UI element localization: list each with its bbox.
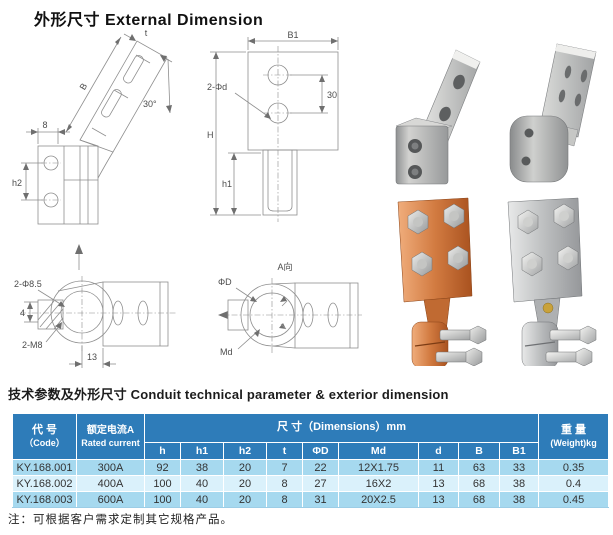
cell-h2: 20 xyxy=(223,459,267,476)
holes-85-label: 2-Φ8.5 xyxy=(14,279,42,289)
table-row-ky168001: KY.168.001 300A 92 38 20 7 22 12X1.75 11… xyxy=(12,459,610,476)
thread-m8-label: 2-M8 xyxy=(22,340,43,350)
dim-13-label: 13 xyxy=(87,352,97,362)
cell-h2: 20 xyxy=(223,475,267,492)
dim-b1-label: B1 xyxy=(287,30,298,40)
section-title: 技术参数及外形尺寸 Conduit technical parameter & … xyxy=(8,387,449,402)
col-header-weight-zh: 重 量 xyxy=(561,424,587,436)
cell-h1: 38 xyxy=(180,459,224,476)
cell-weight: 0.35 xyxy=(538,459,610,476)
drawing-bracket-front-view: B1 2-Φd 30 H h1 xyxy=(207,30,339,222)
cell-phid: 31 xyxy=(302,491,339,508)
page-title: 外形尺寸 External Dimension xyxy=(34,12,264,29)
drawing-bracket-side-view: B t 30° 8 h2 xyxy=(12,28,173,225)
cell-d: 13 xyxy=(418,491,459,508)
dim-b-label: B xyxy=(78,81,90,91)
col-header-b: B xyxy=(458,442,500,460)
col-header-h: h xyxy=(144,442,181,460)
cell-current: 300A xyxy=(76,459,145,476)
col-header-md: Md xyxy=(338,442,419,460)
photo-bracket-round-silver xyxy=(509,43,597,183)
holes-2d-label: 2-Φd xyxy=(207,82,227,92)
cell-b: 68 xyxy=(458,491,500,508)
col-header-phid: ΦD xyxy=(302,442,339,460)
drawing-clamp-view-a: A向 ΦD Md xyxy=(218,261,362,357)
col-header-b1: B1 xyxy=(498,442,540,460)
cell-md: 12X1.75 xyxy=(338,459,419,476)
col-header-current-en: Rated current xyxy=(81,437,140,448)
cell-t: 8 xyxy=(266,475,303,492)
dim-8-label: 8 xyxy=(42,120,47,130)
table-row-ky168003: KY.168.003 600A 100 40 20 8 31 20X2.5 13… xyxy=(12,491,610,508)
cell-current: 400A xyxy=(76,475,145,492)
cell-code: KY.168.003 xyxy=(12,491,77,508)
col-header-dimensions: 尺 寸（Dimensions）mm xyxy=(143,413,540,443)
dim-h2-label: h2 xyxy=(12,178,22,188)
cell-h: 100 xyxy=(144,491,181,508)
bolt-group xyxy=(517,203,579,277)
col-header-t: t xyxy=(266,442,303,460)
cell-weight: 0.4 xyxy=(538,475,610,492)
cell-weight: 0.45 xyxy=(538,491,610,508)
dimension-spec-table: 代 号 （Code） 额定电流A Rated current 尺 寸（Dimen… xyxy=(12,413,610,508)
col-header-code: 代 号 （Code） xyxy=(12,413,77,460)
cell-code: KY.168.001 xyxy=(12,459,77,476)
dim-phid-label: ΦD xyxy=(218,277,232,287)
col-header-rated-current: 额定电流A Rated current xyxy=(76,413,145,460)
drawing-clamp-side-view: 2-Φ8.5 4 2-M8 13 xyxy=(14,244,176,368)
col-header-h1: h1 xyxy=(180,442,224,460)
angle-label: 30° xyxy=(143,99,157,109)
dim-subheader-row: h h1 h2 t ΦD Md d B B1 xyxy=(13,442,609,460)
dim-t-label: t xyxy=(145,28,148,38)
cell-phid: 27 xyxy=(302,475,339,492)
view-a-label: A向 xyxy=(277,261,292,272)
col-header-weight: 重 量 (Weight)kg xyxy=(538,413,610,460)
cell-h: 92 xyxy=(144,459,181,476)
cell-b: 63 xyxy=(458,459,500,476)
dim-md-label: Md xyxy=(220,347,233,357)
cell-b1: 38 xyxy=(498,491,540,508)
cell-h1: 40 xyxy=(180,475,224,492)
cell-b1: 38 xyxy=(498,475,540,492)
col-header-code-zh: 代 号 xyxy=(31,424,58,436)
cell-current: 600A xyxy=(76,491,145,508)
photo-bracket-angled-silver xyxy=(395,49,481,185)
footnote: 注：可根据客户需求定制其它规格产品。 xyxy=(8,512,233,526)
cell-h: 100 xyxy=(144,475,181,492)
cell-md: 16X2 xyxy=(338,475,419,492)
dim-h-label: H xyxy=(207,130,214,140)
photo-clamp-terminal-silver xyxy=(507,197,597,366)
cell-code: KY.168.002 xyxy=(12,475,77,492)
bolt-group xyxy=(407,203,469,277)
dim-30-label: 30 xyxy=(327,90,337,100)
cell-h2: 20 xyxy=(223,491,267,508)
col-header-current-zh: 额定电流A xyxy=(86,425,135,436)
col-header-h2: h2 xyxy=(223,442,267,460)
photo-clamp-terminal-copper xyxy=(397,197,487,366)
cell-d: 13 xyxy=(418,475,459,492)
cell-md: 20X2.5 xyxy=(338,491,419,508)
col-header-weight-en: (Weight)kg xyxy=(550,437,597,448)
dim-4-label: 4 xyxy=(20,308,25,318)
cell-phid: 22 xyxy=(302,459,339,476)
col-header-code-en: （Code） xyxy=(24,437,65,448)
cell-h1: 40 xyxy=(180,491,224,508)
cell-b1: 33 xyxy=(498,459,540,476)
cell-t: 8 xyxy=(266,491,303,508)
dim-h1-label: h1 xyxy=(222,179,232,189)
table-row-ky168002: KY.168.002 400A 100 40 20 8 27 16X2 13 6… xyxy=(12,475,610,492)
cell-b: 68 xyxy=(458,475,500,492)
cell-d: 11 xyxy=(418,459,459,476)
col-header-d: d xyxy=(418,442,459,460)
cell-t: 7 xyxy=(266,459,303,476)
